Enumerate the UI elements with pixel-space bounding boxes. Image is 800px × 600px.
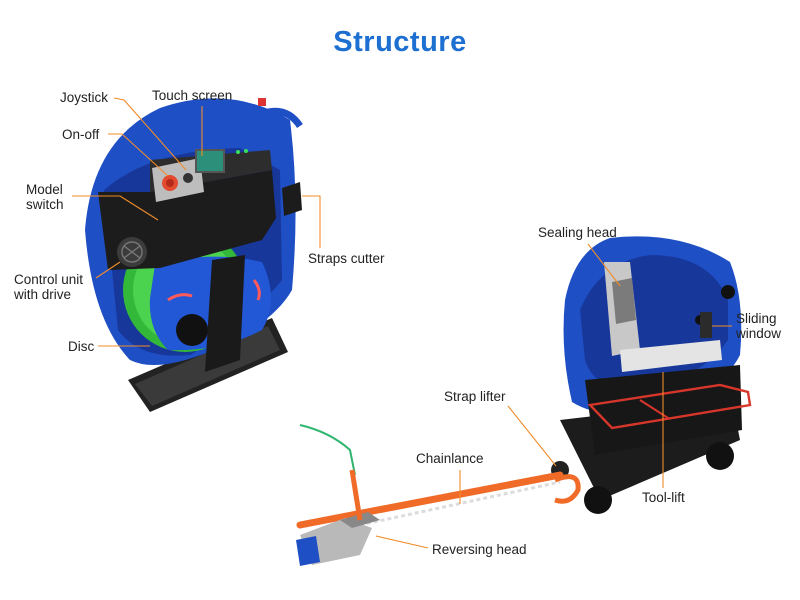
label-straps-cutter: Straps cutter xyxy=(308,251,385,266)
label-control-unit: Control unit with drive xyxy=(14,272,84,302)
tool-lift-arm xyxy=(620,340,722,372)
diagram-title: Structure xyxy=(333,26,467,58)
label-strap-lifter: Strap lifter xyxy=(444,389,506,404)
joystick-knob xyxy=(183,173,193,183)
disc-cover-plate xyxy=(205,255,245,372)
label-tool-lift: Tool-lift xyxy=(642,490,685,505)
leader-on-off xyxy=(108,133,169,177)
chainlance xyxy=(296,424,581,566)
leader-straps-cutter xyxy=(302,195,321,248)
trolley-wheel-front xyxy=(584,486,612,514)
strap-green-end xyxy=(299,424,356,476)
straps-cutter-unit xyxy=(282,182,302,216)
label-joystick: Joystick xyxy=(60,90,109,105)
label-reversing-head: Reversing head xyxy=(432,542,527,557)
control-panel xyxy=(152,158,204,202)
label-sealing-head: Sealing head xyxy=(538,225,617,240)
orange-strap xyxy=(349,469,363,521)
label-sliding-window: Sliding window xyxy=(736,311,782,341)
label-disc: Disc xyxy=(68,339,95,354)
chainlance-bar xyxy=(296,471,564,529)
red-basket xyxy=(587,383,752,430)
sliding-window-bracket xyxy=(700,312,712,338)
left-machine xyxy=(85,98,303,412)
leader-strap-lifter xyxy=(507,405,557,467)
label-touch-screen: Touch screen xyxy=(152,88,233,103)
right-machine xyxy=(551,236,752,514)
label-chainlance: Chainlance xyxy=(416,451,484,466)
label-model-switch: Model switch xyxy=(26,182,64,212)
trolley-wheel-back xyxy=(706,442,734,470)
leader-lines xyxy=(72,97,732,549)
touch-screen-display xyxy=(195,149,225,173)
leader-model-switch xyxy=(72,195,159,221)
label-on-off: On-off xyxy=(62,127,100,142)
leader-sealing-head xyxy=(587,243,621,287)
leader-joystick xyxy=(113,97,187,171)
leader-control-unit xyxy=(95,261,121,279)
leader-reversing-head xyxy=(375,535,429,549)
